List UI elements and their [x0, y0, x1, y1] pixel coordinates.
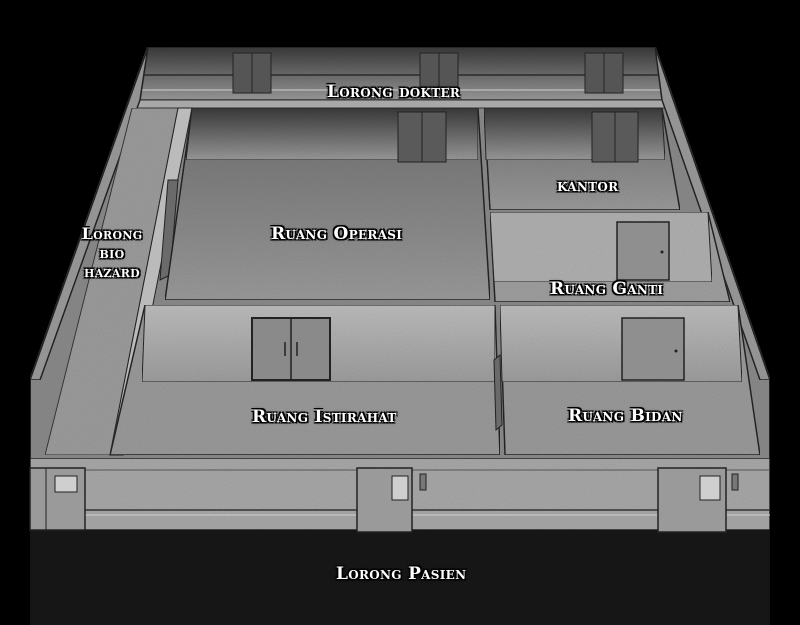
label-lorong-dokter: Lorong dokter — [327, 82, 461, 102]
door-front-left — [29, 467, 86, 531]
door-ruang-bidan — [621, 317, 685, 381]
door-ruang-ganti — [616, 221, 670, 281]
door-front-center — [356, 467, 427, 533]
door-ruang-operasi — [397, 111, 447, 163]
label-lorong-bio-hazard-line2: bio — [99, 243, 125, 263]
door-top-right — [584, 52, 624, 94]
lorong-pasien-floor — [30, 530, 770, 625]
label-kantor: kantor — [557, 176, 619, 196]
door-top-left — [232, 52, 272, 94]
door-front-right — [657, 467, 739, 533]
label-lorong-bio-hazard: Lorong bio hazard — [74, 224, 150, 282]
label-lorong-bio-hazard-line3: hazard — [84, 262, 140, 282]
label-ruang-ganti: Ruang Ganti — [550, 279, 664, 299]
label-ruang-operasi: Ruang Operasi — [271, 224, 403, 244]
door-kantor — [591, 111, 639, 163]
label-ruang-istirahat: Ruang Istirahat — [252, 407, 397, 427]
door-top-center — [419, 52, 459, 94]
label-lorong-pasien: Lorong Pasien — [336, 564, 467, 584]
label-lorong-bio-hazard-line1: Lorong — [81, 224, 143, 243]
label-ruang-bidan: Ruang Bidan — [568, 406, 683, 426]
door-ruang-istirahat — [251, 317, 331, 381]
